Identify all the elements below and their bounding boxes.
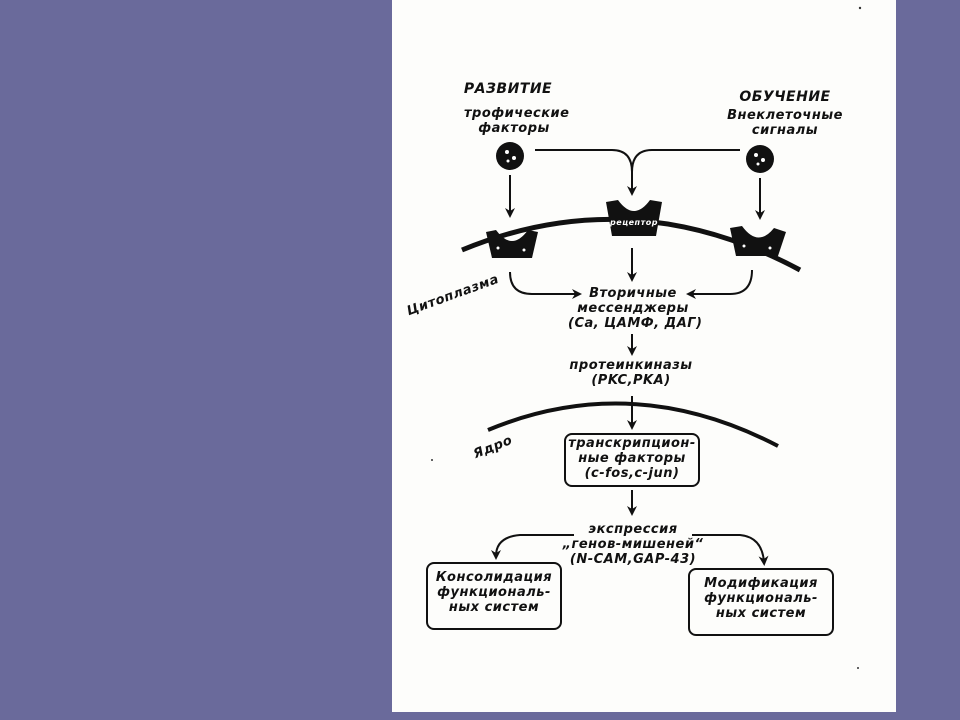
protein-kinases-line-2: (PKC,PKA) — [591, 373, 671, 388]
label-consolidation: Консолидация функциональ- ных систем — [428, 570, 560, 615]
extracellular-signals-line-2: сигналы — [751, 123, 819, 138]
receptor-center-icon — [606, 200, 662, 236]
label-transcription-factors: транскрипцион- ные факторы (c-fos,c-jun) — [566, 436, 698, 481]
label-development: РАЗВИТИЕ — [460, 82, 556, 97]
modification-box — [688, 568, 834, 636]
label-second-messengers: Вторичные мессенджеры (Ca, ЦАМФ, ДАГ) — [568, 286, 703, 331]
trophic-factors-line-2: факторы — [478, 121, 550, 136]
receptor-right-icon — [730, 226, 786, 256]
label-learning: ОБУЧЕНИЕ — [730, 90, 840, 105]
second-messengers-line-2: мессенджеры — [577, 301, 689, 316]
label-modification: Модификация функциональ- ных систем — [690, 576, 832, 621]
arrow-left-to-messengers — [509, 271, 582, 299]
expression-line-3: (N-CAM,GAP-43) — [569, 552, 697, 567]
label-expression: экспрессия „генов-мишеней“ (N-CAM,GAP-43… — [562, 522, 704, 567]
transcription-factors-line-3: (c-fos,c-jun) — [584, 466, 680, 481]
consolidation-line-1: Консолидация — [435, 570, 553, 585]
consolidation-line-3: ных систем — [448, 600, 540, 615]
label-extracellular-signals: Внеклеточные сигналы — [724, 108, 846, 138]
transcription-factors-line-2: ные факторы — [578, 451, 686, 466]
label-protein-kinases: протеинкиназы (PKC,PKA) — [566, 358, 696, 388]
arrow-expression-to-modification — [692, 534, 769, 566]
consolidation-line-2: функциональ- — [437, 585, 551, 600]
label-receptor: рецептор — [606, 218, 662, 227]
arrow-ligands-to-center-receptor — [535, 149, 740, 192]
learning-text: ОБУЧЕНИЕ — [739, 89, 831, 105]
arrow-expression-to-consolidation — [491, 534, 574, 560]
extracellular-signals-line-1: Внеклеточные — [727, 108, 843, 123]
expression-line-1: экспрессия — [588, 522, 678, 537]
label-trophic-factors: трофические факторы — [464, 106, 570, 136]
receptor-left-icon — [486, 230, 538, 258]
second-messengers-line-1: Вторичные — [589, 286, 677, 301]
trophic-factor-ligand-icon — [496, 142, 524, 170]
arrow-right-to-messengers — [686, 269, 753, 299]
protein-kinases-line-1: протеинкиназы — [569, 358, 693, 373]
modification-line-2: функциональ- — [704, 591, 818, 606]
development-text: РАЗВИТИЕ — [463, 81, 553, 97]
receptor-text: рецептор — [610, 218, 658, 227]
transcription-factors-box — [564, 433, 700, 487]
extracellular-signal-ligand-icon — [746, 145, 774, 173]
trophic-factors-line-1: трофические — [464, 106, 570, 121]
second-messengers-line-3: (Ca, ЦАМФ, ДАГ) — [568, 316, 703, 331]
expression-line-2: „генов-мишеней“ — [562, 537, 704, 552]
modification-line-3: ных систем — [715, 606, 807, 621]
transcription-factors-line-1: транскрипцион- — [568, 436, 696, 451]
consolidation-box — [426, 562, 562, 630]
modification-line-1: Модификация — [704, 576, 818, 591]
